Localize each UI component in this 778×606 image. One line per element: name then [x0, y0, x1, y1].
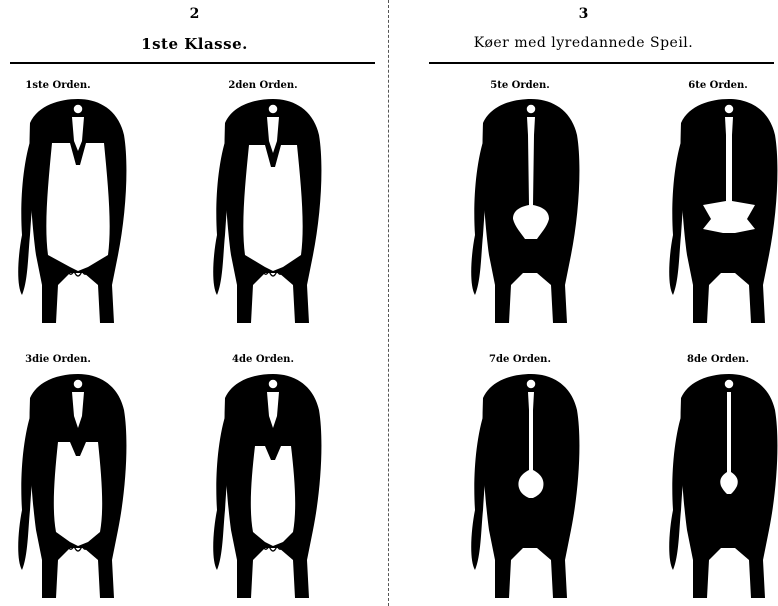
cow-figure	[8, 370, 133, 602]
order-label: 2den Orden.	[228, 80, 297, 91]
page-heading: Køer med lyredannede Speil.	[389, 35, 778, 51]
cow-figure	[659, 95, 778, 327]
order-label: 8de Orden.	[687, 354, 749, 365]
page-number: 2	[0, 6, 389, 22]
cow-figure	[659, 370, 778, 602]
page-number: 3	[389, 6, 778, 22]
cow-figure	[8, 95, 133, 327]
order-label: 3die Orden.	[25, 354, 91, 365]
order-label: 1ste Orden.	[25, 80, 90, 91]
page-heading: 1ste Klasse.	[0, 35, 389, 53]
heading-rule	[429, 62, 774, 64]
heading-rule	[10, 62, 375, 64]
cow-figure	[203, 370, 328, 602]
cow-figure	[461, 95, 586, 327]
cow-figure	[203, 95, 328, 327]
right-page: 3 Køer med lyredannede Speil. 5te Orden.…	[389, 0, 778, 606]
cow-figure	[461, 370, 586, 602]
left-page: 2 1ste Klasse. 1ste Orden. 2den Orden. 3…	[0, 0, 389, 606]
order-label: 6te Orden.	[688, 80, 748, 91]
order-label: 4de Orden.	[232, 354, 294, 365]
order-label: 5te Orden.	[490, 80, 550, 91]
order-label: 7de Orden.	[489, 354, 551, 365]
